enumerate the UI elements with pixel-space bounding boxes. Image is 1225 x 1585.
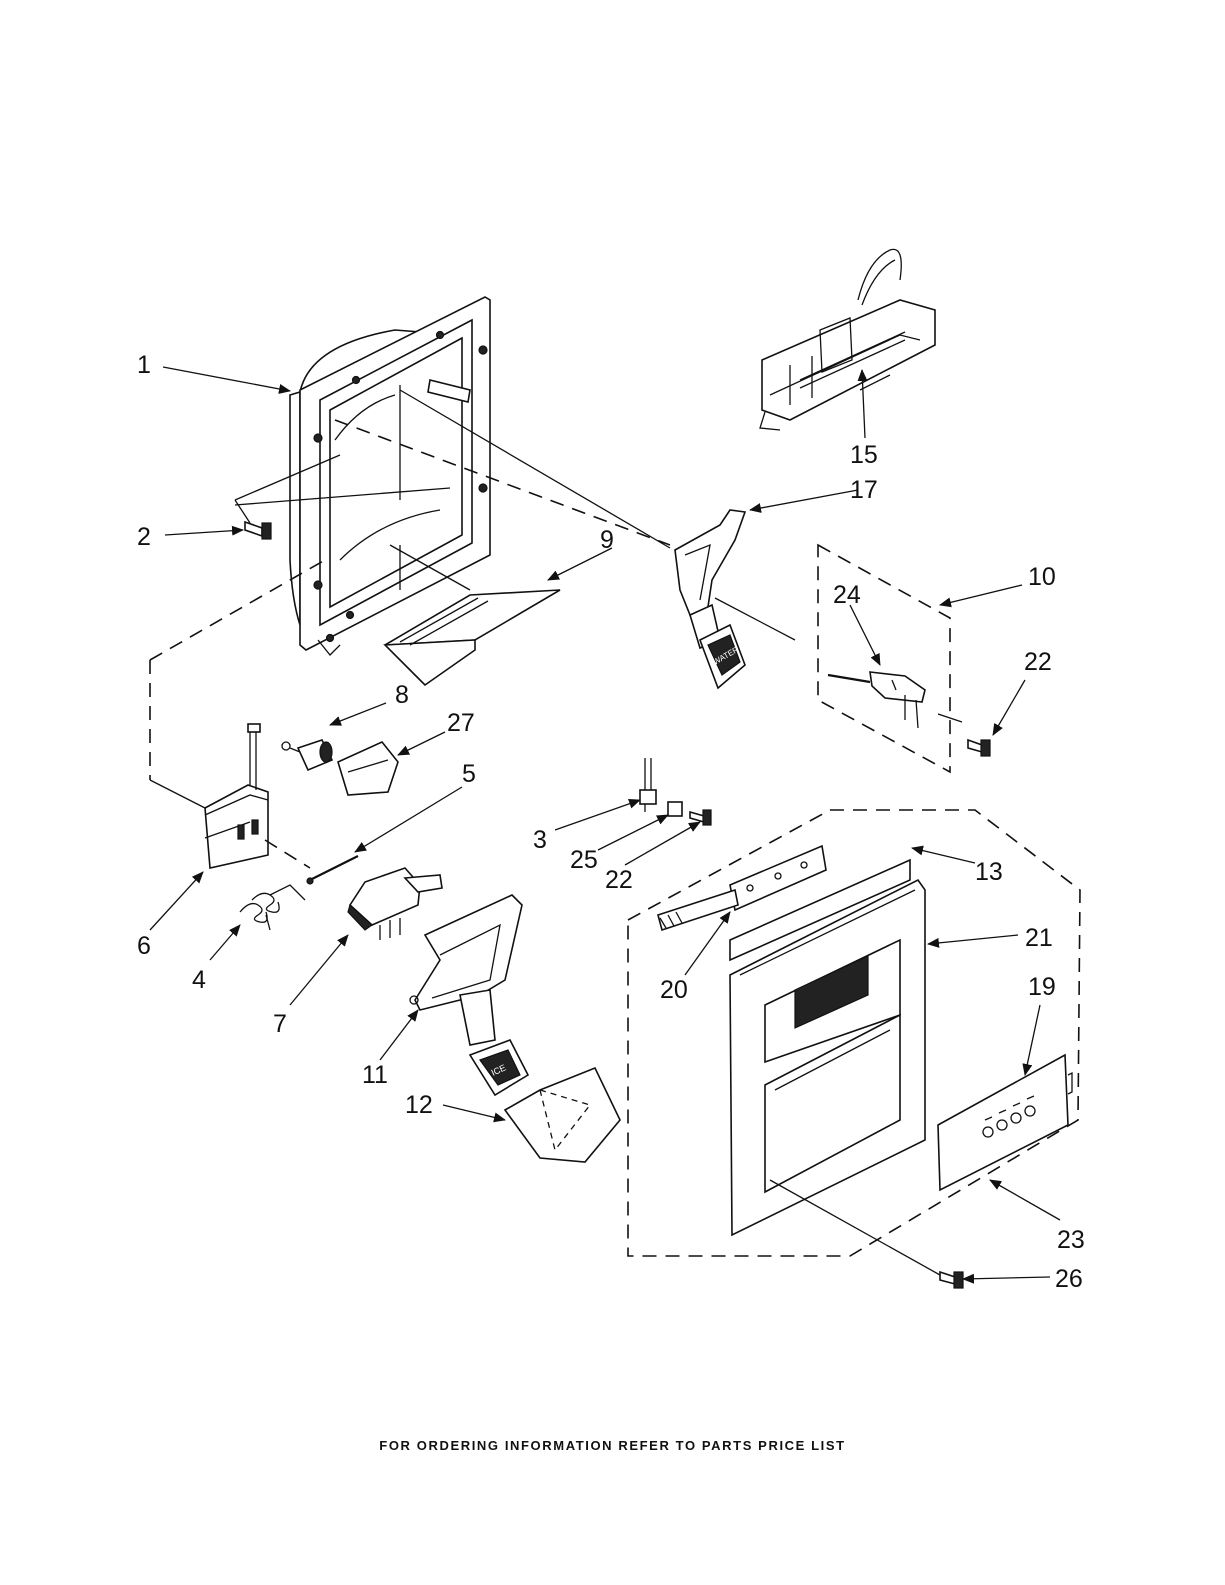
part-3-switch-contact (640, 758, 656, 812)
part-11-ice-paddle: ICE (410, 895, 528, 1095)
label-25: 25 (570, 846, 598, 874)
label-26: 26 (1055, 1265, 1083, 1293)
part-24-switch-lever (828, 672, 925, 728)
label-17: 17 (850, 476, 878, 504)
label-22-lower: 22 (605, 866, 633, 894)
label-9: 9 (600, 526, 614, 554)
label-6: 6 (137, 932, 151, 960)
part-5-pin (307, 856, 358, 884)
part-12-ice-chute (505, 1068, 620, 1162)
callout-arrows (150, 367, 1060, 1279)
label-5: 5 (462, 760, 476, 788)
label-1: 1 (137, 351, 151, 379)
label-2: 2 (137, 523, 151, 551)
part-22-screw-upper (968, 740, 990, 756)
label-7: 7 (273, 1010, 287, 1038)
part-6-switch-block (205, 724, 268, 868)
label-27: 27 (447, 709, 475, 737)
part-8-solenoid (282, 740, 332, 770)
part-19-control-label (938, 1055, 1072, 1190)
part-4-springs (240, 885, 305, 930)
ordering-info-footer: FOR ORDERING INFORMATION REFER TO PARTS … (0, 1438, 1225, 1453)
label-15: 15 (850, 441, 878, 469)
label-8: 8 (395, 681, 409, 709)
part-22-screw-lower (690, 810, 711, 825)
part-9-drip-tray (385, 590, 560, 685)
label-12: 12 (405, 1091, 433, 1119)
part-2-screw (245, 522, 271, 539)
label-20: 20 (660, 976, 688, 1004)
part-26-screw (940, 1272, 963, 1288)
label-10: 10 (1028, 563, 1056, 591)
part-27-cover (338, 742, 398, 795)
label-22-upper: 22 (1024, 648, 1052, 676)
label-24: 24 (833, 581, 861, 609)
label-3: 3 (533, 826, 547, 854)
label-13: 13 (975, 858, 1003, 886)
label-4: 4 (192, 966, 206, 994)
part-25-bracket (668, 802, 682, 816)
part-17-water-paddle: WATER (675, 510, 745, 688)
part-15-control-module (760, 249, 935, 430)
label-23: 23 (1057, 1226, 1085, 1254)
label-19: 19 (1028, 973, 1056, 1001)
part-7-actuator (348, 868, 442, 940)
label-21: 21 (1025, 924, 1053, 952)
label-11: 11 (362, 1061, 388, 1089)
